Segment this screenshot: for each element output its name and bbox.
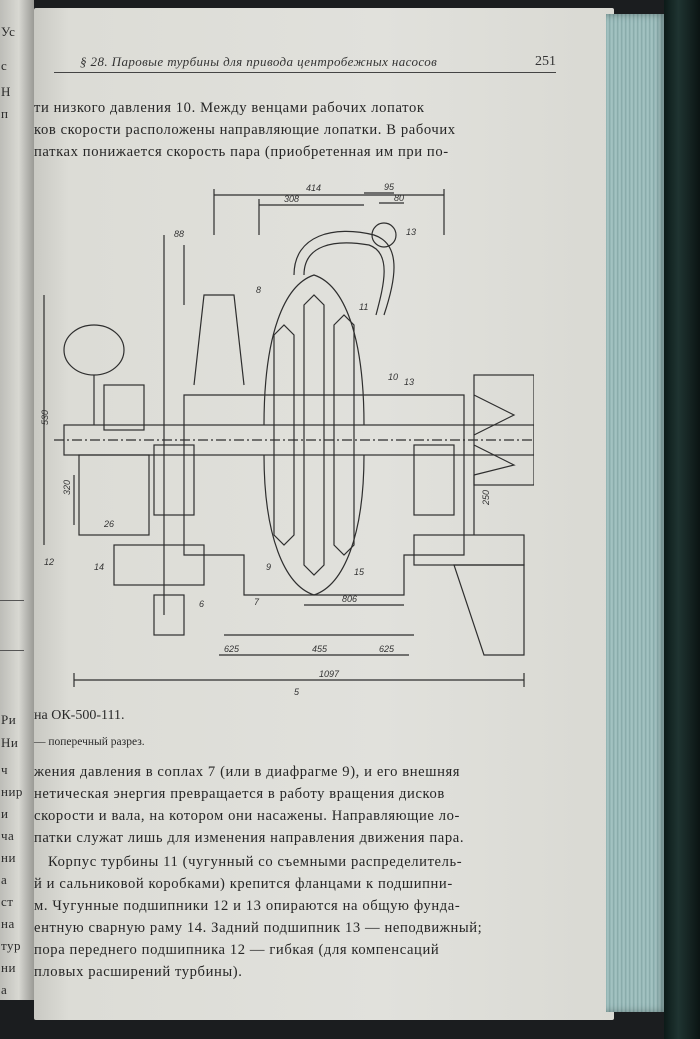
dimension-label: 625 — [379, 644, 395, 654]
left-page-rule — [0, 600, 24, 601]
left-page-fragment: ни — [1, 850, 16, 865]
left-page-fragment: Ри — [1, 712, 17, 727]
text-line: й и сальниковой коробками) крепится флан… — [34, 876, 453, 892]
dimension-label: 414 — [306, 183, 321, 193]
text-line: ентную сварную раму 14. Задний подшипник… — [34, 920, 483, 936]
dimension-label: 806 — [342, 594, 357, 604]
dimension-label: 250 — [481, 490, 491, 506]
dimension-label: 308 — [284, 194, 299, 204]
callout-label: 14 — [94, 562, 104, 572]
left-page-fragment: ч — [1, 762, 9, 777]
left-page-fragment: ни — [1, 960, 16, 975]
figure-caption-subtitle: — поперечный разрез. — [34, 736, 145, 748]
text-line: патках понижается скорость пара (приобре… — [34, 144, 449, 160]
turbine-drawing: 414 308 95 80 88 530 320 26 250 1097 625… — [40, 182, 534, 695]
left-page-fragment: ча — [1, 828, 15, 843]
callout-label: 13 — [404, 377, 414, 387]
dimension-label: 80 — [394, 193, 404, 203]
left-page-fragment: Н — [1, 84, 11, 99]
running-title: § 28. Паровые турбины для привода центро… — [80, 54, 438, 69]
callout-label: 11 — [359, 302, 368, 312]
page-block-edge — [606, 14, 668, 1012]
text-line: скорости и вала, на котором они насажены… — [34, 808, 460, 824]
left-page-fragment: п — [1, 106, 9, 121]
left-page-fragment: Ус — [1, 24, 16, 39]
book-cover — [664, 0, 700, 1039]
left-page-fragment: и — [1, 806, 9, 821]
left-page-fragment: нир — [1, 784, 23, 799]
page-number: 251 — [535, 54, 556, 69]
left-page-fragment: Ни — [1, 735, 19, 750]
dimension-label: 455 — [312, 644, 328, 654]
text-line: Корпус турбины 11 (чугунный со съемными … — [48, 854, 463, 870]
left-page-fragment: а — [1, 872, 8, 887]
dimension-label: 88 — [174, 229, 184, 239]
text-line: м. Чугунные подшипники 12 и 13 опираются… — [34, 898, 461, 914]
dimension-label: 625 — [224, 644, 240, 654]
left-page-fragment: а — [1, 982, 8, 997]
callout-label: 10 — [388, 372, 398, 382]
callout-label: 8 — [256, 285, 261, 295]
left-page-fragment: ст — [1, 894, 14, 909]
text-line: патки служат лишь для изменения направле… — [34, 830, 465, 846]
dimension-label: 320 — [62, 480, 72, 495]
text-line: ти низкого давления 10. Между венцами ра… — [34, 100, 425, 116]
left-page-rule — [0, 650, 24, 651]
callout-label: 13 — [406, 227, 416, 237]
dimension-label: 530 — [40, 410, 50, 425]
callout-label: 9 — [266, 562, 271, 572]
text-line: нетическая энергия превращается в работу… — [34, 786, 445, 802]
callout-label: 5 — [294, 687, 300, 695]
text-line: жения давления в соплах 7 (или в диафраг… — [34, 764, 461, 780]
text-line: ков скорости расположены направляющие ло… — [34, 122, 456, 138]
dimension-label: 1097 — [319, 669, 340, 679]
dimension-label: 26 — [103, 519, 114, 529]
left-page-fragment: с — [1, 58, 8, 73]
left-page-fragment: тур — [1, 938, 22, 953]
callout-label: 15 — [354, 567, 365, 577]
text-line: пловых расширений турбины). — [34, 964, 243, 980]
callout-label: 7 — [254, 597, 260, 607]
callout-label: 6 — [199, 599, 204, 609]
text-line: пора переднего подшипника 12 — гибкая (д… — [34, 942, 440, 958]
running-header: § 28. Паровые турбины для привода центро… — [54, 48, 556, 73]
dimension-label: 95 — [384, 182, 395, 192]
left-page-fragment: на — [1, 916, 15, 931]
callout-label: 12 — [44, 557, 54, 567]
left-page-edge: Ус с Н п Ри Ни ч нир и ча ни а ст на тур… — [0, 0, 34, 1000]
figure-caption-title: на ОК-500-111. — [34, 708, 125, 723]
